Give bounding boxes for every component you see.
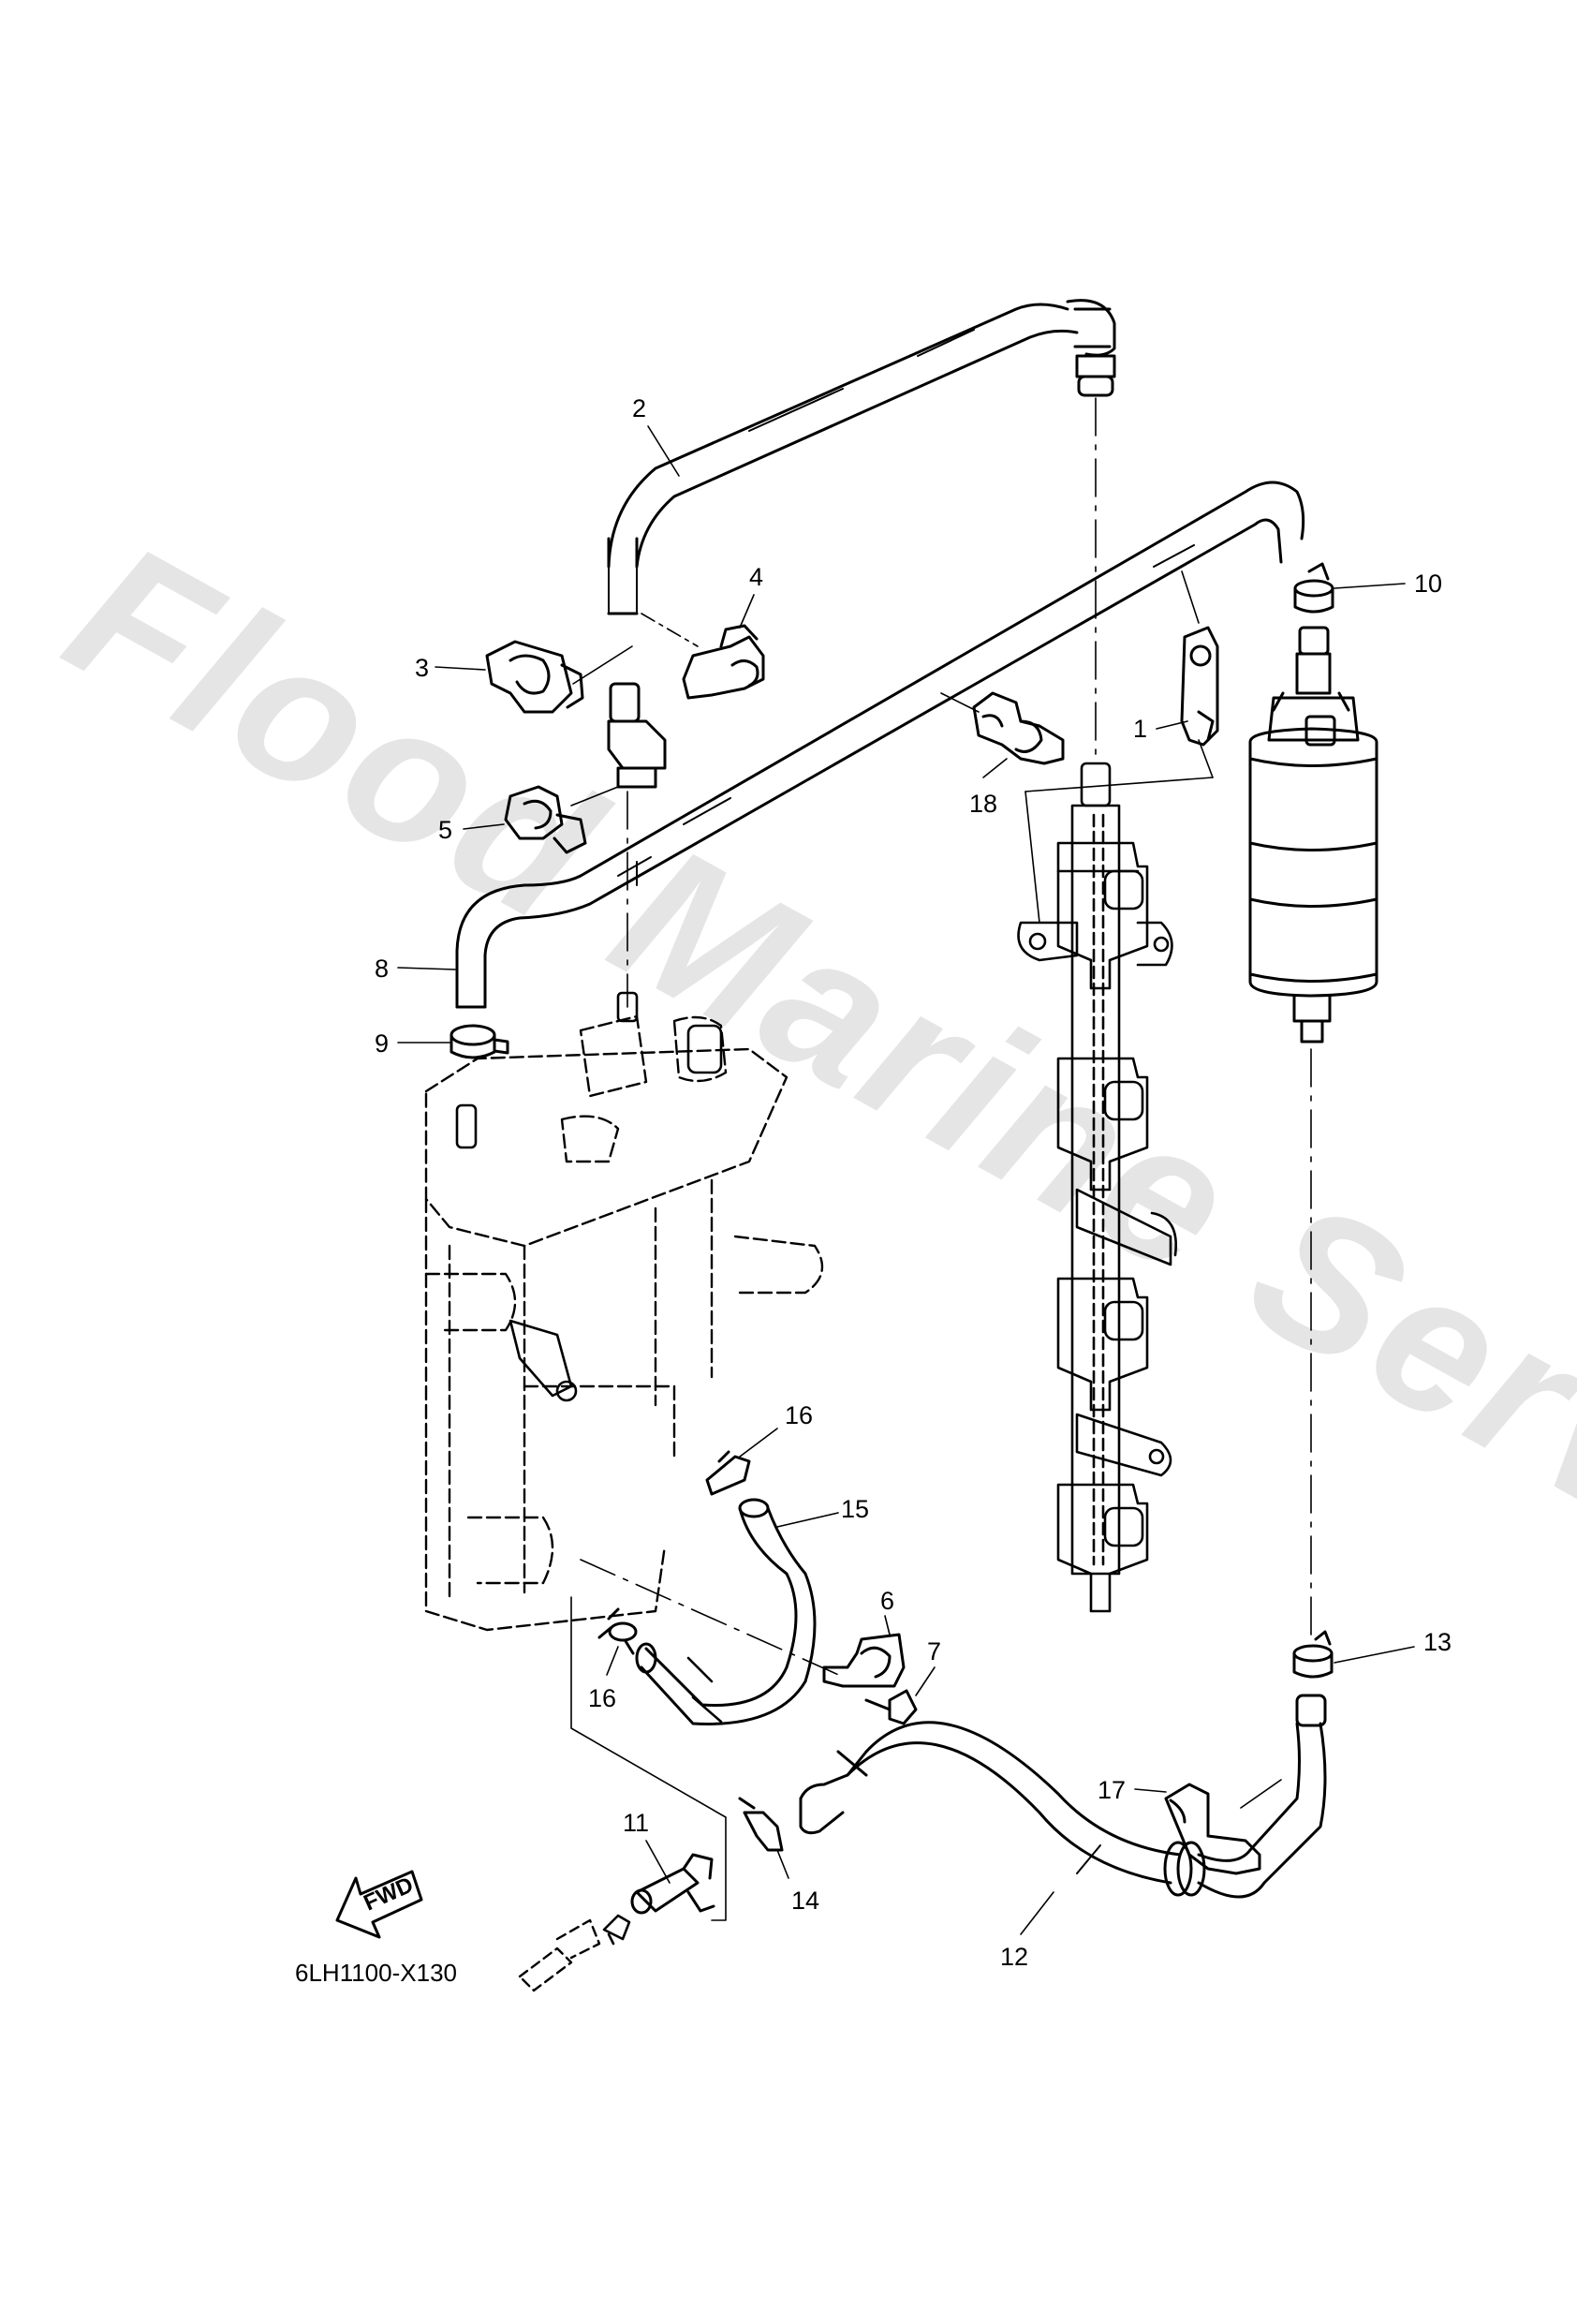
clip-18 — [972, 691, 1065, 765]
leader-15 — [776, 1512, 839, 1528]
leader-16-lower — [606, 1646, 619, 1676]
engine-fittings — [455, 991, 723, 1402]
hose-connector-dashed — [518, 1918, 601, 1992]
hose-2 — [607, 299, 1116, 615]
callout-18: 18 — [969, 790, 997, 818]
hose-11-end-clip — [602, 1914, 631, 1946]
callout-15: 15 — [841, 1495, 869, 1523]
callout-12: 12 — [1000, 1943, 1028, 1971]
leader-17 — [1134, 1788, 1167, 1793]
leader-11 — [645, 1840, 671, 1884]
clamp-9 — [450, 1024, 509, 1059]
callout-1: 1 — [1133, 715, 1147, 743]
clip-5 — [504, 785, 587, 854]
leader-8 — [397, 967, 456, 970]
callout-11: 11 — [623, 1809, 649, 1837]
callout-2: 2 — [632, 394, 646, 422]
fwd-arrow-icon — [335, 1870, 423, 1939]
leader-14 — [776, 1849, 789, 1879]
clamp-13 — [1292, 1630, 1334, 1679]
clip-3 — [485, 640, 584, 714]
leader-6 — [884, 1615, 891, 1636]
leader-12 — [1020, 1891, 1054, 1935]
callout-9: 9 — [375, 1029, 389, 1058]
guide-line-16-lower — [580, 1559, 844, 1678]
hose-8 — [455, 481, 1305, 1009]
callout-13: 13 — [1423, 1628, 1452, 1656]
guide-line-4 — [641, 613, 699, 647]
hose-2-end-fitting — [607, 682, 667, 789]
guide-line-1 — [1181, 570, 1200, 624]
leader-18 — [982, 758, 1008, 778]
fuel-filter — [1248, 626, 1378, 1044]
callout-7: 7 — [927, 1637, 941, 1665]
joint-11 — [630, 1853, 715, 1915]
diagram-code: 6LH1100-X130 — [295, 1959, 457, 1987]
callout-14: 14 — [791, 1887, 819, 1915]
clip-1 — [1180, 626, 1219, 747]
callout-3: 3 — [415, 654, 429, 682]
leader-10 — [1334, 583, 1406, 589]
leader-7 — [915, 1666, 936, 1696]
callout-16-upper: 16 — [785, 1401, 813, 1429]
clamp-14 — [738, 1797, 784, 1852]
callout-6: 6 — [880, 1587, 894, 1615]
clamp-16-upper — [705, 1450, 751, 1496]
clip-17 — [1164, 1783, 1261, 1875]
guide-line-rail-top-2 — [1198, 739, 1214, 778]
callout-5: 5 — [438, 816, 452, 844]
callout-labels: 1 2 3 4 5 6 7 8 9 10 11 12 13 14 15 16 1… — [375, 394, 1452, 1971]
guide-line-17 — [1240, 1779, 1282, 1809]
guide-line-rail-bracket — [1024, 791, 1040, 924]
guide-line-18 — [940, 692, 980, 713]
clamp-10 — [1293, 562, 1334, 614]
hose-12 — [799, 1694, 1327, 1899]
callout-17: 17 — [1098, 1776, 1126, 1804]
leader-13 — [1334, 1646, 1415, 1664]
group-outline-11 — [570, 1596, 727, 1921]
callout-8: 8 — [375, 955, 389, 983]
guide-line-rail-top — [1024, 777, 1214, 792]
clip-4 — [682, 624, 765, 700]
leader-16-upper — [739, 1428, 778, 1458]
clip-6 — [822, 1633, 906, 1688]
clamp-16-lower — [597, 1607, 638, 1655]
leader-5 — [463, 823, 505, 830]
leader-4 — [739, 594, 755, 629]
leader-3 — [435, 666, 486, 671]
engine-block — [424, 1014, 824, 1632]
callout-16-lower: 16 — [588, 1684, 616, 1712]
hose-15 — [635, 1498, 817, 1725]
callout-10: 10 — [1414, 570, 1442, 598]
callout-4: 4 — [749, 563, 763, 591]
leader-1 — [1156, 720, 1188, 730]
guide-line-3 — [572, 645, 633, 685]
leader-2 — [647, 425, 680, 477]
fwd-label: FWD — [360, 1873, 417, 1917]
guide-line-5 — [570, 786, 619, 807]
bolt-7 — [864, 1689, 918, 1725]
